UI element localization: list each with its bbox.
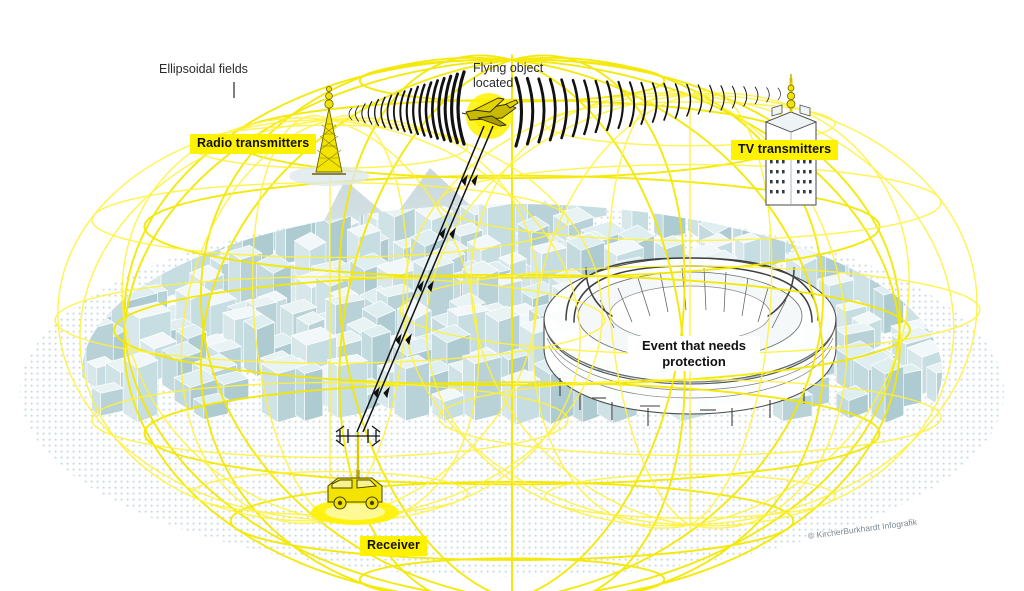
receiver-vehicle-icon bbox=[311, 425, 399, 525]
airplane-icon bbox=[461, 93, 519, 139]
label-flying-object-line2: located bbox=[473, 76, 514, 90]
label-event-protection-line2: protection bbox=[628, 352, 760, 372]
label-ellipsoidal-fields: Ellipsoidal fields bbox=[159, 62, 248, 76]
radio-tower-base-shadow bbox=[289, 166, 369, 186]
label-event-protection-line1: Event that needs bbox=[628, 336, 760, 356]
signal-path-icon bbox=[356, 125, 494, 433]
label-radio-transmitters: Radio transmitters bbox=[190, 134, 317, 155]
label-tv-transmitters: TV transmitters bbox=[731, 140, 839, 161]
radio-tower-icon bbox=[312, 86, 346, 175]
label-flying-object-line1: Flying object bbox=[473, 61, 544, 75]
label-receiver: Receiver bbox=[360, 536, 427, 557]
